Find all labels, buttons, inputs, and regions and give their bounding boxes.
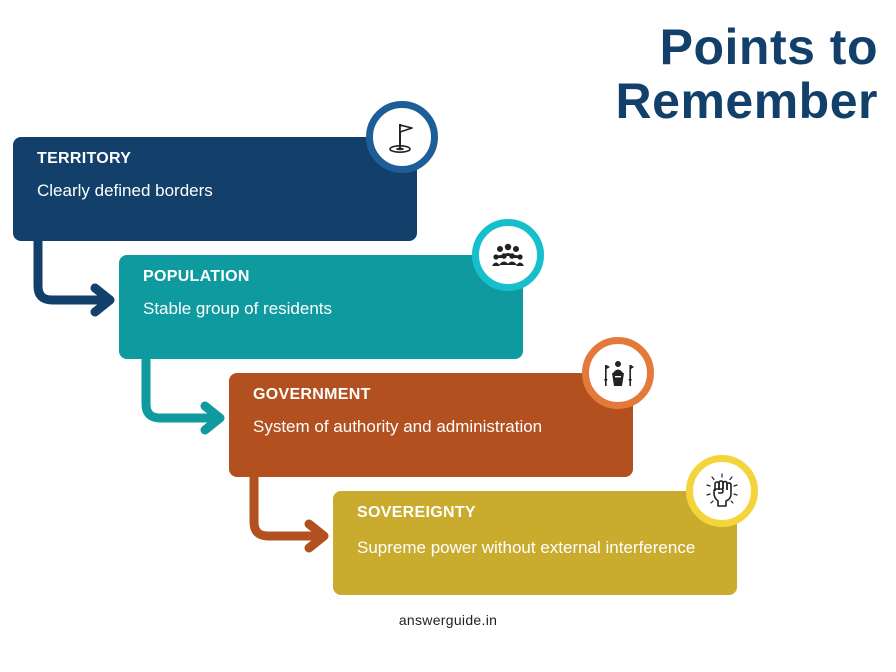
raised-fist-icon [706, 473, 738, 507]
step-badge-territory [366, 101, 438, 173]
step-heading: TERRITORY [37, 150, 132, 167]
podium-speaker-icon [604, 361, 634, 386]
page-title: Points to Remember [616, 20, 878, 128]
step-description: Clearly defined borders [37, 181, 213, 200]
step-badge-government [582, 337, 654, 409]
step-card-government: GOVERNMENT System of authority and admin… [229, 373, 633, 477]
connector-arrow-2 [141, 353, 225, 435]
title-line-2: Remember [615, 73, 878, 129]
title-line-1: Points to [659, 19, 878, 75]
connector-arrow-1 [33, 235, 115, 317]
step-badge-population [472, 219, 544, 291]
step-description: System of authority and administration [253, 417, 543, 436]
flag-icon [389, 124, 413, 153]
step-card-territory: TERRITORY Clearly defined borders [13, 137, 417, 241]
step-heading: SOVEREIGNTY [357, 504, 476, 521]
step-heading: POPULATION [143, 268, 250, 285]
source-credit: answerguide.in [398, 612, 498, 628]
step-badge-sovereignty [686, 455, 758, 527]
step-card-population: POPULATION Stable group of residents [119, 255, 523, 359]
connector-arrow-3 [249, 471, 329, 553]
step-description: Stable group of residents [143, 299, 333, 318]
step-card-sovereignty: SOVEREIGNTY Supreme power without extern… [333, 491, 737, 595]
step-heading: GOVERNMENT [253, 386, 371, 403]
people-group-icon [492, 243, 524, 266]
step-description: Supreme power without external interfere… [357, 538, 696, 557]
